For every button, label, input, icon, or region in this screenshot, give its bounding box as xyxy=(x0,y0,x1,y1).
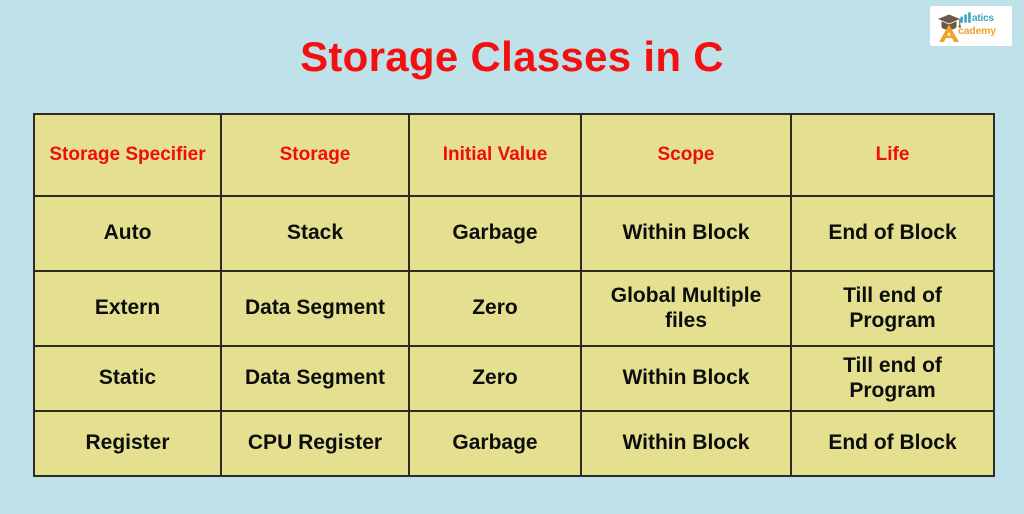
cell-life: End of Block xyxy=(790,195,995,272)
logo-text-atics: atics xyxy=(972,13,994,24)
column-header-life: Life xyxy=(790,113,995,197)
page-title: Storage Classes in C xyxy=(300,33,724,80)
cell-scope: Within Block xyxy=(580,195,792,272)
cell-storage: Data Segment xyxy=(220,345,410,412)
cell-scope: Within Block xyxy=(580,345,792,412)
column-header-storage-specifier: Storage Specifier xyxy=(33,113,222,197)
cell-specifier: Static xyxy=(33,345,222,412)
cell-life: Till end of Program xyxy=(790,345,995,412)
bar-chart-icon xyxy=(960,12,971,23)
logo-text-cademy: cademy xyxy=(958,25,996,37)
column-header-storage: Storage xyxy=(220,113,410,197)
table-row: Static Data Segment Zero Within Block Ti… xyxy=(33,345,995,412)
storage-classes-table-wrapper: Storage Specifier Storage Initial Value … xyxy=(33,113,995,477)
brand-logo: atics cademy xyxy=(930,6,1012,46)
table-row: Extern Data Segment Zero Global Multiple… xyxy=(33,270,995,347)
cell-storage: Stack xyxy=(220,195,410,272)
cell-scope: Global Multiple files xyxy=(580,270,792,347)
cell-specifier: Extern xyxy=(33,270,222,347)
table-row: Auto Stack Garbage Within Block End of B… xyxy=(33,195,995,272)
cell-life: End of Block xyxy=(790,410,995,477)
cell-specifier: Register xyxy=(33,410,222,477)
cell-initial-value: Zero xyxy=(408,345,582,412)
cell-storage: Data Segment xyxy=(220,270,410,347)
logo-inner: atics cademy xyxy=(932,8,1010,44)
table-row: Register CPU Register Garbage Within Blo… xyxy=(33,410,995,477)
cell-storage: CPU Register xyxy=(220,410,410,477)
cell-scope: Within Block xyxy=(580,410,792,477)
table-header-row: Storage Specifier Storage Initial Value … xyxy=(33,113,995,197)
cell-initial-value: Garbage xyxy=(408,195,582,272)
column-header-scope: Scope xyxy=(580,113,792,197)
column-header-initial-value: Initial Value xyxy=(408,113,582,197)
cell-specifier: Auto xyxy=(33,195,222,272)
cell-initial-value: Garbage xyxy=(408,410,582,477)
cell-life: Till end of Program xyxy=(790,270,995,347)
cell-initial-value: Zero xyxy=(408,270,582,347)
storage-classes-table: Storage Specifier Storage Initial Value … xyxy=(33,113,995,477)
graduation-cap-icon xyxy=(938,14,961,42)
